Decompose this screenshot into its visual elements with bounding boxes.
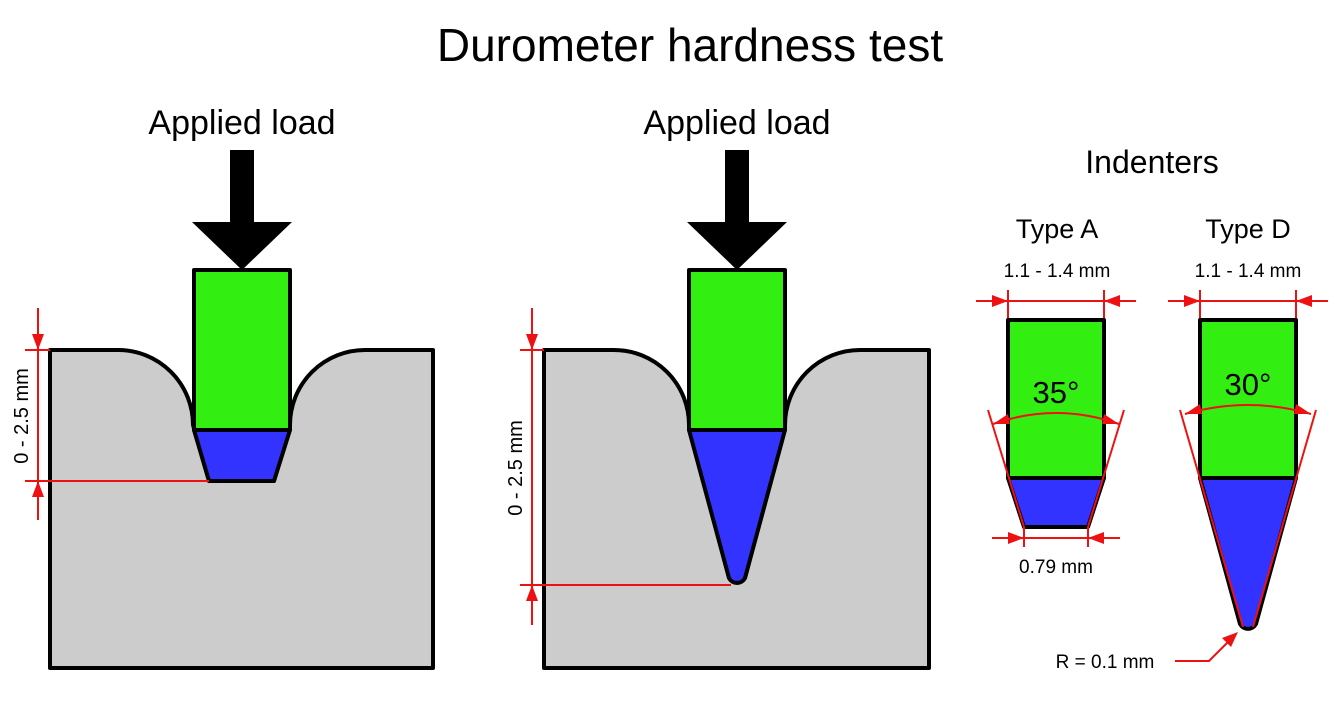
indenters-heading: Indenters (1085, 144, 1218, 180)
type-a-tip-label: 0.79 mm (1019, 557, 1093, 578)
left-indenter-tip (192, 428, 292, 483)
type-a-angle-label: 35° (1033, 375, 1080, 410)
type-d-angle-dimension (1179, 404, 1317, 628)
type-d-radius-callout (1175, 632, 1238, 662)
down-arrow-icon (192, 150, 292, 270)
left-load-label: Applied load (148, 104, 335, 142)
type-d-radius-label: R = 0.1 mm (1056, 652, 1155, 673)
type-d-width-dimension (1168, 290, 1328, 320)
type-a-tip-dimension (992, 527, 1120, 547)
diagram-title: Durometer hardness test (437, 19, 943, 71)
type-a-indenter: Type A 1.1 - 1.4 mm 35° (976, 214, 1136, 578)
type-d-tip (1198, 476, 1298, 631)
type-a-label: Type A (1016, 214, 1099, 244)
type-d-width-label: 1.1 - 1.4 mm (1195, 261, 1302, 282)
type-a-width-label: 1.1 - 1.4 mm (1004, 261, 1111, 282)
type-d-indenter: Type D 1.1 - 1.4 mm 30° R = 0.1 mm (1056, 214, 1328, 673)
down-arrow-icon (687, 150, 787, 270)
left-depth-dimension (25, 308, 209, 520)
left-panel: Applied load 0 - 2.5 mm (11, 104, 435, 670)
type-a-width-dimension (976, 290, 1136, 320)
type-d-angle-label: 30° (1225, 367, 1272, 402)
right-load-label: Applied load (643, 104, 830, 142)
left-depth-label: 0 - 2.5 mm (11, 368, 33, 464)
right-indenter-tip (687, 428, 787, 585)
right-depth-dimension (520, 308, 731, 625)
right-panel: Applied load 0 - 2.5 mm (505, 104, 931, 670)
right-indenter-body (687, 268, 787, 432)
type-a-angle-dimension (987, 409, 1125, 528)
left-indenter-body (192, 268, 292, 432)
type-d-label: Type D (1205, 214, 1291, 244)
right-depth-label: 0 - 2.5 mm (505, 420, 527, 516)
